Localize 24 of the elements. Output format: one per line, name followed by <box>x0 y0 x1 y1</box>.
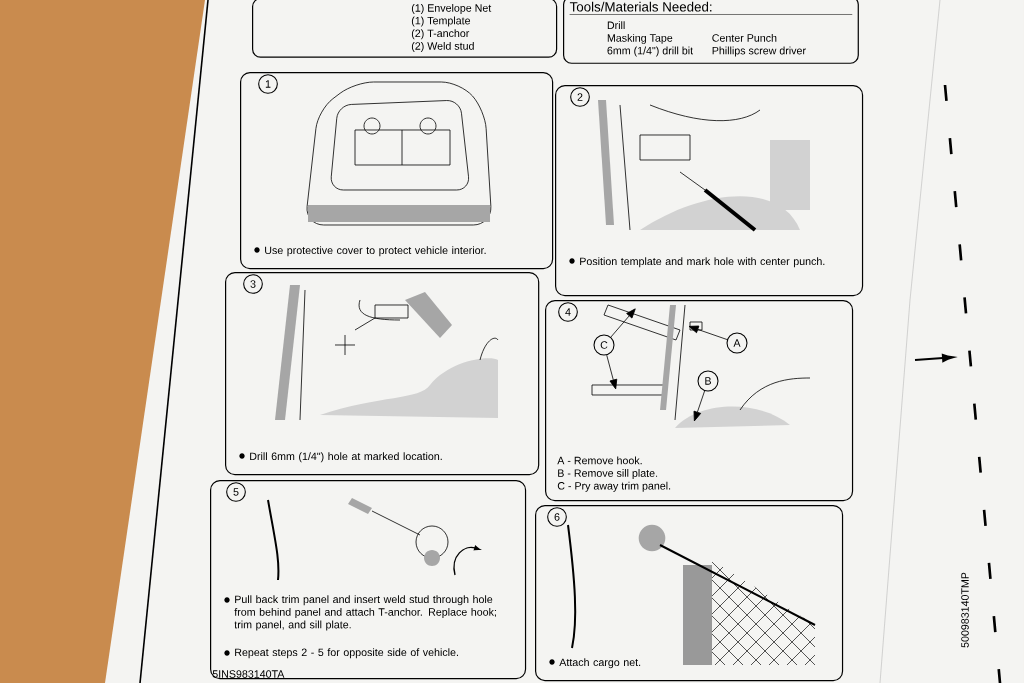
part-number: 5INS983140TA <box>212 670 285 678</box>
leader-arrow <box>688 325 728 340</box>
step-number: 1 <box>258 74 278 94</box>
step-number: 5 <box>226 482 246 502</box>
instruction-text: A - Remove hook. B - Remove sill plate. C - Pry away trim panel. <box>557 456 671 492</box>
instruction-text: Use protective cover to protect vehicle interior. <box>265 246 486 257</box>
callout-letter: B <box>697 370 719 392</box>
leader-arrow <box>610 308 636 338</box>
step-number: 3 <box>243 274 263 294</box>
part-number: 500983140TMP <box>961 572 969 648</box>
instruction-text: Position template and mark hole with center punch. <box>580 257 825 268</box>
leader-arrow <box>693 390 705 422</box>
parts-list-box: (1) Envelope Net (1) Template (2) T-anchor (2) Weld stud <box>252 0 558 58</box>
callout-letter: A <box>726 332 748 354</box>
step-number: 4 <box>558 302 578 322</box>
step-number: 2 <box>570 87 590 107</box>
tools-list-box: Tools/Materials Needed: Drill Masking Tape Center Punch 6mm (1/4") drill bit Phillips screw driver <box>563 0 859 64</box>
leader-arrow <box>606 354 618 390</box>
step-number: 6 <box>547 507 567 527</box>
instruction-text: Pull back trim panel and insert weld stud through hole from behind panel and attach T-anchor. Replace hook; trim panel, and sill plate. <box>234 595 496 631</box>
callout-letter: C <box>593 334 615 356</box>
instruction-text: Drill 6mm (1/4") hole at marked location. <box>250 452 442 463</box>
instruction-text: Repeat steps 2 - 5 for opposite side of vehicle. <box>235 648 458 659</box>
instruction-text: Attach cargo net. <box>559 658 641 669</box>
